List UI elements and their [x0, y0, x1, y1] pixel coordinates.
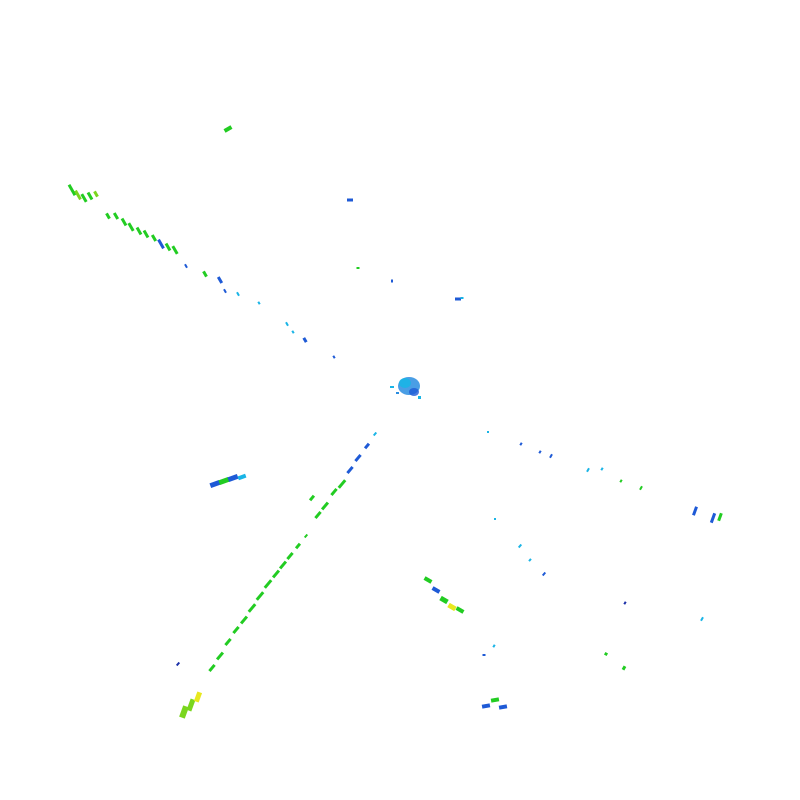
echo-cell: [257, 301, 261, 305]
echo-cell: [227, 473, 239, 483]
echo-cell: [347, 198, 353, 202]
echo-cell: [175, 661, 181, 667]
echo-cell: [105, 212, 111, 220]
echo-cell: [247, 603, 257, 613]
echo-cell: [431, 586, 441, 594]
southeast-echo-streak: [423, 518, 704, 710]
echo-cell: [239, 615, 249, 625]
echo-cell: [356, 267, 360, 269]
echo-cell: [224, 637, 232, 647]
echo-cell: [619, 479, 623, 483]
echo-cell: [460, 297, 464, 299]
echo-cell: [291, 330, 295, 334]
echo-cell: [519, 442, 523, 446]
echo-cell: [455, 606, 465, 614]
echo-cell: [286, 551, 294, 561]
echo-cell: [487, 431, 489, 433]
echo-cell: [193, 691, 203, 703]
echo-cell: [549, 453, 553, 459]
echo-cell: [164, 242, 172, 252]
echo-cell: [302, 337, 308, 343]
echo-cell: [216, 276, 224, 284]
echo-cell: [354, 453, 362, 463]
echo-cell: [692, 506, 698, 516]
echo-cell: [363, 442, 371, 450]
echo-cell: [150, 234, 158, 242]
echo-cell: [179, 705, 189, 719]
echo-cell: [320, 501, 330, 511]
echo-cell: [209, 479, 221, 489]
echo-cell: [492, 644, 496, 648]
echo-cell: [223, 125, 233, 133]
echo-cell: [218, 476, 230, 486]
echo-cell: [285, 321, 289, 327]
echo-cell: [127, 222, 135, 232]
echo-cell: [623, 601, 627, 605]
echo-cell: [490, 697, 500, 703]
east-echo-streak: [487, 431, 723, 524]
echo-cell: [80, 193, 88, 203]
echo-cell: [186, 698, 196, 712]
echo-cell: [538, 450, 542, 454]
scattered-echoes: [209, 125, 464, 489]
echo-cell: [528, 558, 532, 562]
echo-cell: [278, 560, 288, 570]
echo-cell: [372, 431, 378, 437]
echo-cell: [236, 291, 240, 297]
echo-cell: [215, 651, 225, 661]
echo-cell: [74, 189, 82, 201]
echo-cell: [303, 533, 309, 539]
echo-cell: [337, 479, 347, 489]
echo-cell: [223, 288, 227, 294]
center-echo-blob: [390, 377, 421, 399]
echo-cell: [120, 217, 128, 227]
echo-cell: [184, 263, 188, 269]
echo-cell: [332, 355, 336, 359]
echo-cell: [330, 487, 338, 497]
echo-cell: [498, 704, 508, 710]
echo-cell: [494, 518, 496, 520]
echo-cell: [112, 212, 120, 220]
echo-cell: [541, 571, 547, 577]
echo-cell: [93, 190, 99, 198]
echo-cell: [208, 663, 216, 673]
echo-cell: [308, 494, 316, 502]
echo-cell: [171, 245, 179, 255]
echo-cell: [423, 576, 433, 584]
echo-cell: [202, 270, 208, 278]
echo-cell: [600, 467, 604, 471]
echo-cell: [135, 226, 143, 236]
echo-cell: [481, 703, 491, 709]
echo-cell: [237, 473, 247, 481]
echo-cell: [709, 512, 717, 524]
echo-cell: [232, 625, 240, 635]
echo-cell: [271, 569, 281, 579]
echo-cell: [639, 485, 643, 491]
echo-cell: [700, 616, 704, 622]
echo-cell: [263, 579, 273, 589]
echo-cell: [391, 279, 393, 283]
echo-cell: [482, 654, 486, 656]
echo-cell: [447, 602, 457, 612]
echo-cell: [255, 591, 265, 601]
echo-cell: [157, 238, 165, 250]
northwest-echo-streak: [67, 184, 336, 359]
echo-cell: [142, 229, 150, 239]
echo-cell: [346, 465, 354, 475]
echo-cell: [294, 542, 302, 550]
echo-cell: [67, 184, 77, 196]
echo-cell: [517, 543, 523, 549]
echo-cell: [586, 467, 590, 473]
echo-cell: [455, 297, 461, 301]
echo-cell: [439, 595, 449, 605]
echo-cell: [314, 510, 322, 520]
echo-cell: [621, 665, 627, 671]
echo-cell: [86, 191, 94, 201]
southwest-echo-streak: [175, 431, 378, 719]
echo-cell: [717, 512, 723, 522]
echo-cell: [603, 651, 609, 657]
